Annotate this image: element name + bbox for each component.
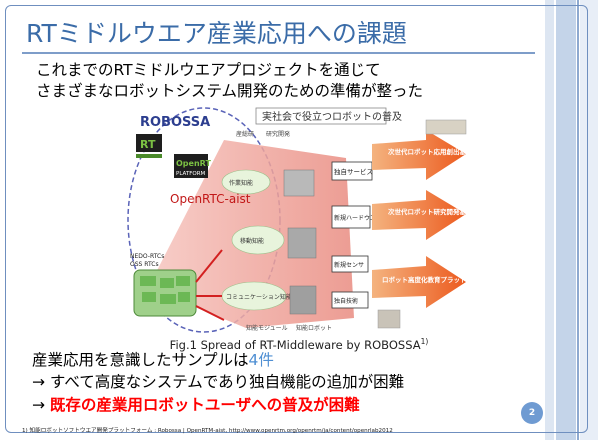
title-underline: [22, 52, 535, 54]
slide-title: RTミドルウエア産業応用への課題: [26, 19, 407, 48]
small-label-modules: 知能モジュール: [246, 324, 288, 332]
point-2: → すべて高度なシステムであり独自機能の追加が困難: [32, 373, 405, 391]
robot-thumbnail-top: [425, 119, 467, 135]
side-band-light: [545, 0, 554, 440]
rtc-block-1: [140, 276, 156, 286]
select-arrow-3: [195, 305, 225, 321]
module-box-technology: [331, 291, 369, 309]
module-box-sensor: [331, 255, 369, 273]
arrow-label-education: ロボット高度化教育プラットフォーム: [382, 275, 472, 284]
rt-logo-bar: [136, 154, 162, 158]
side-band-mid: [556, 0, 576, 440]
cloud-work-intelligence: [221, 169, 271, 195]
point-1: 産業応用を意識したサンプルは4件: [32, 350, 274, 370]
rt-logo-text: RT: [140, 138, 156, 151]
robossa-diagram-svg: ROBOSSA 実社会で役立つロボットの普及 RT OpenRT PLATFOR…: [127, 107, 472, 333]
module-label-service: 独自サービス: [334, 167, 373, 176]
robossa-diagram: ROBOSSA 実社会で役立つロボットの普及 RT OpenRT PLATFOR…: [126, 100, 472, 333]
figure-caption-text: Fig.1 Spread of RT-Middleware by ROBOSSA: [169, 337, 421, 352]
cloud-label-work: 作業知能: [229, 179, 253, 187]
side-band-outer: [580, 0, 598, 440]
nedo-rtcs-label: NEDO-RTCs: [130, 253, 164, 260]
module-label-technology: 独自技術: [334, 297, 358, 305]
platform-logo-text: PLATFORM: [176, 171, 206, 177]
openrt-platform-logo: [174, 154, 208, 178]
cloud-label-mobility: 移動知能: [240, 237, 264, 245]
figure-caption-ref: 1): [420, 337, 429, 346]
arrow-label-research: 次世代ロボット研究開発基盤: [388, 207, 472, 216]
page-number-badge: 2: [521, 402, 543, 424]
small-label-robots: 知能ロボット: [296, 324, 332, 332]
rtc-block-5: [160, 294, 176, 304]
intro-text: これまでのRTミドルウエアプロジェクトを通じて さまざまなロボットシステム開発の…: [36, 60, 423, 102]
arrow-application-platform: [372, 130, 466, 180]
small-label-research: 研究開発: [266, 130, 290, 138]
arrow-label-application: 次世代ロボット応用創出基盤: [388, 147, 472, 156]
module-box-hardware: [331, 205, 371, 229]
slide-frame: [5, 5, 588, 433]
robot-photo-arm: [283, 169, 315, 197]
oss-rtcs-label: OSS RTCs: [130, 261, 159, 268]
point-3-arrow: →: [32, 396, 50, 414]
rtc-block-3: [176, 276, 190, 286]
module-box-service: [331, 161, 373, 181]
module-label-sensor: 新規センサ: [334, 261, 364, 269]
side-band-line: [577, 0, 579, 440]
point-1-text: 産業応用を意識したサンプルは: [32, 351, 249, 369]
intro-line-2: さまざまなロボットシステム開発のための準備が整った: [36, 82, 424, 100]
point-1-count: 4件: [248, 351, 274, 369]
intro-line-1: これまでのRTミドルウエアプロジェクトを通じて: [36, 61, 381, 79]
robot-photo-humanoid: [289, 285, 317, 315]
banner-box: [255, 107, 387, 125]
cloud-label-communication: コミュニケーション知能: [226, 293, 292, 301]
figure-caption: Fig.1 Spread of RT-Middleware by ROBOSSA…: [0, 337, 598, 352]
arrow-education-platform: [372, 256, 466, 308]
banner-text: 実社会で役立つロボットの普及: [262, 110, 402, 123]
footnote: 1) 知能ロボットソフトウエア開発プラットフォーム : Robossa | Op…: [22, 428, 393, 434]
small-label-aist: 産総研: [236, 130, 254, 138]
rtc-block-2: [160, 278, 174, 288]
point-3: → 既存の産業用ロボットユーザへの普及が困難: [32, 395, 360, 415]
point-3-text: 既存の産業用ロボットユーザへの普及が困難: [49, 396, 360, 414]
openrt-logo-text: OpenRT: [176, 159, 211, 168]
cloud-mobility-intelligence: [231, 225, 285, 255]
robossa-label: ROBOSSA: [140, 115, 210, 130]
robot-thumbnail-bottom: [377, 309, 401, 329]
select-arrow-1: [195, 249, 223, 283]
module-label-hardware: 新規ハードウエア: [334, 214, 382, 222]
arrow-research-platform: [372, 190, 466, 240]
openrtc-aist-label: OpenRTC-aist: [170, 192, 251, 206]
robot-photo-mobile: [287, 227, 317, 259]
rtc-block-6: [178, 292, 190, 302]
rtc-block-4: [142, 292, 156, 302]
rt-logo: [136, 134, 162, 152]
